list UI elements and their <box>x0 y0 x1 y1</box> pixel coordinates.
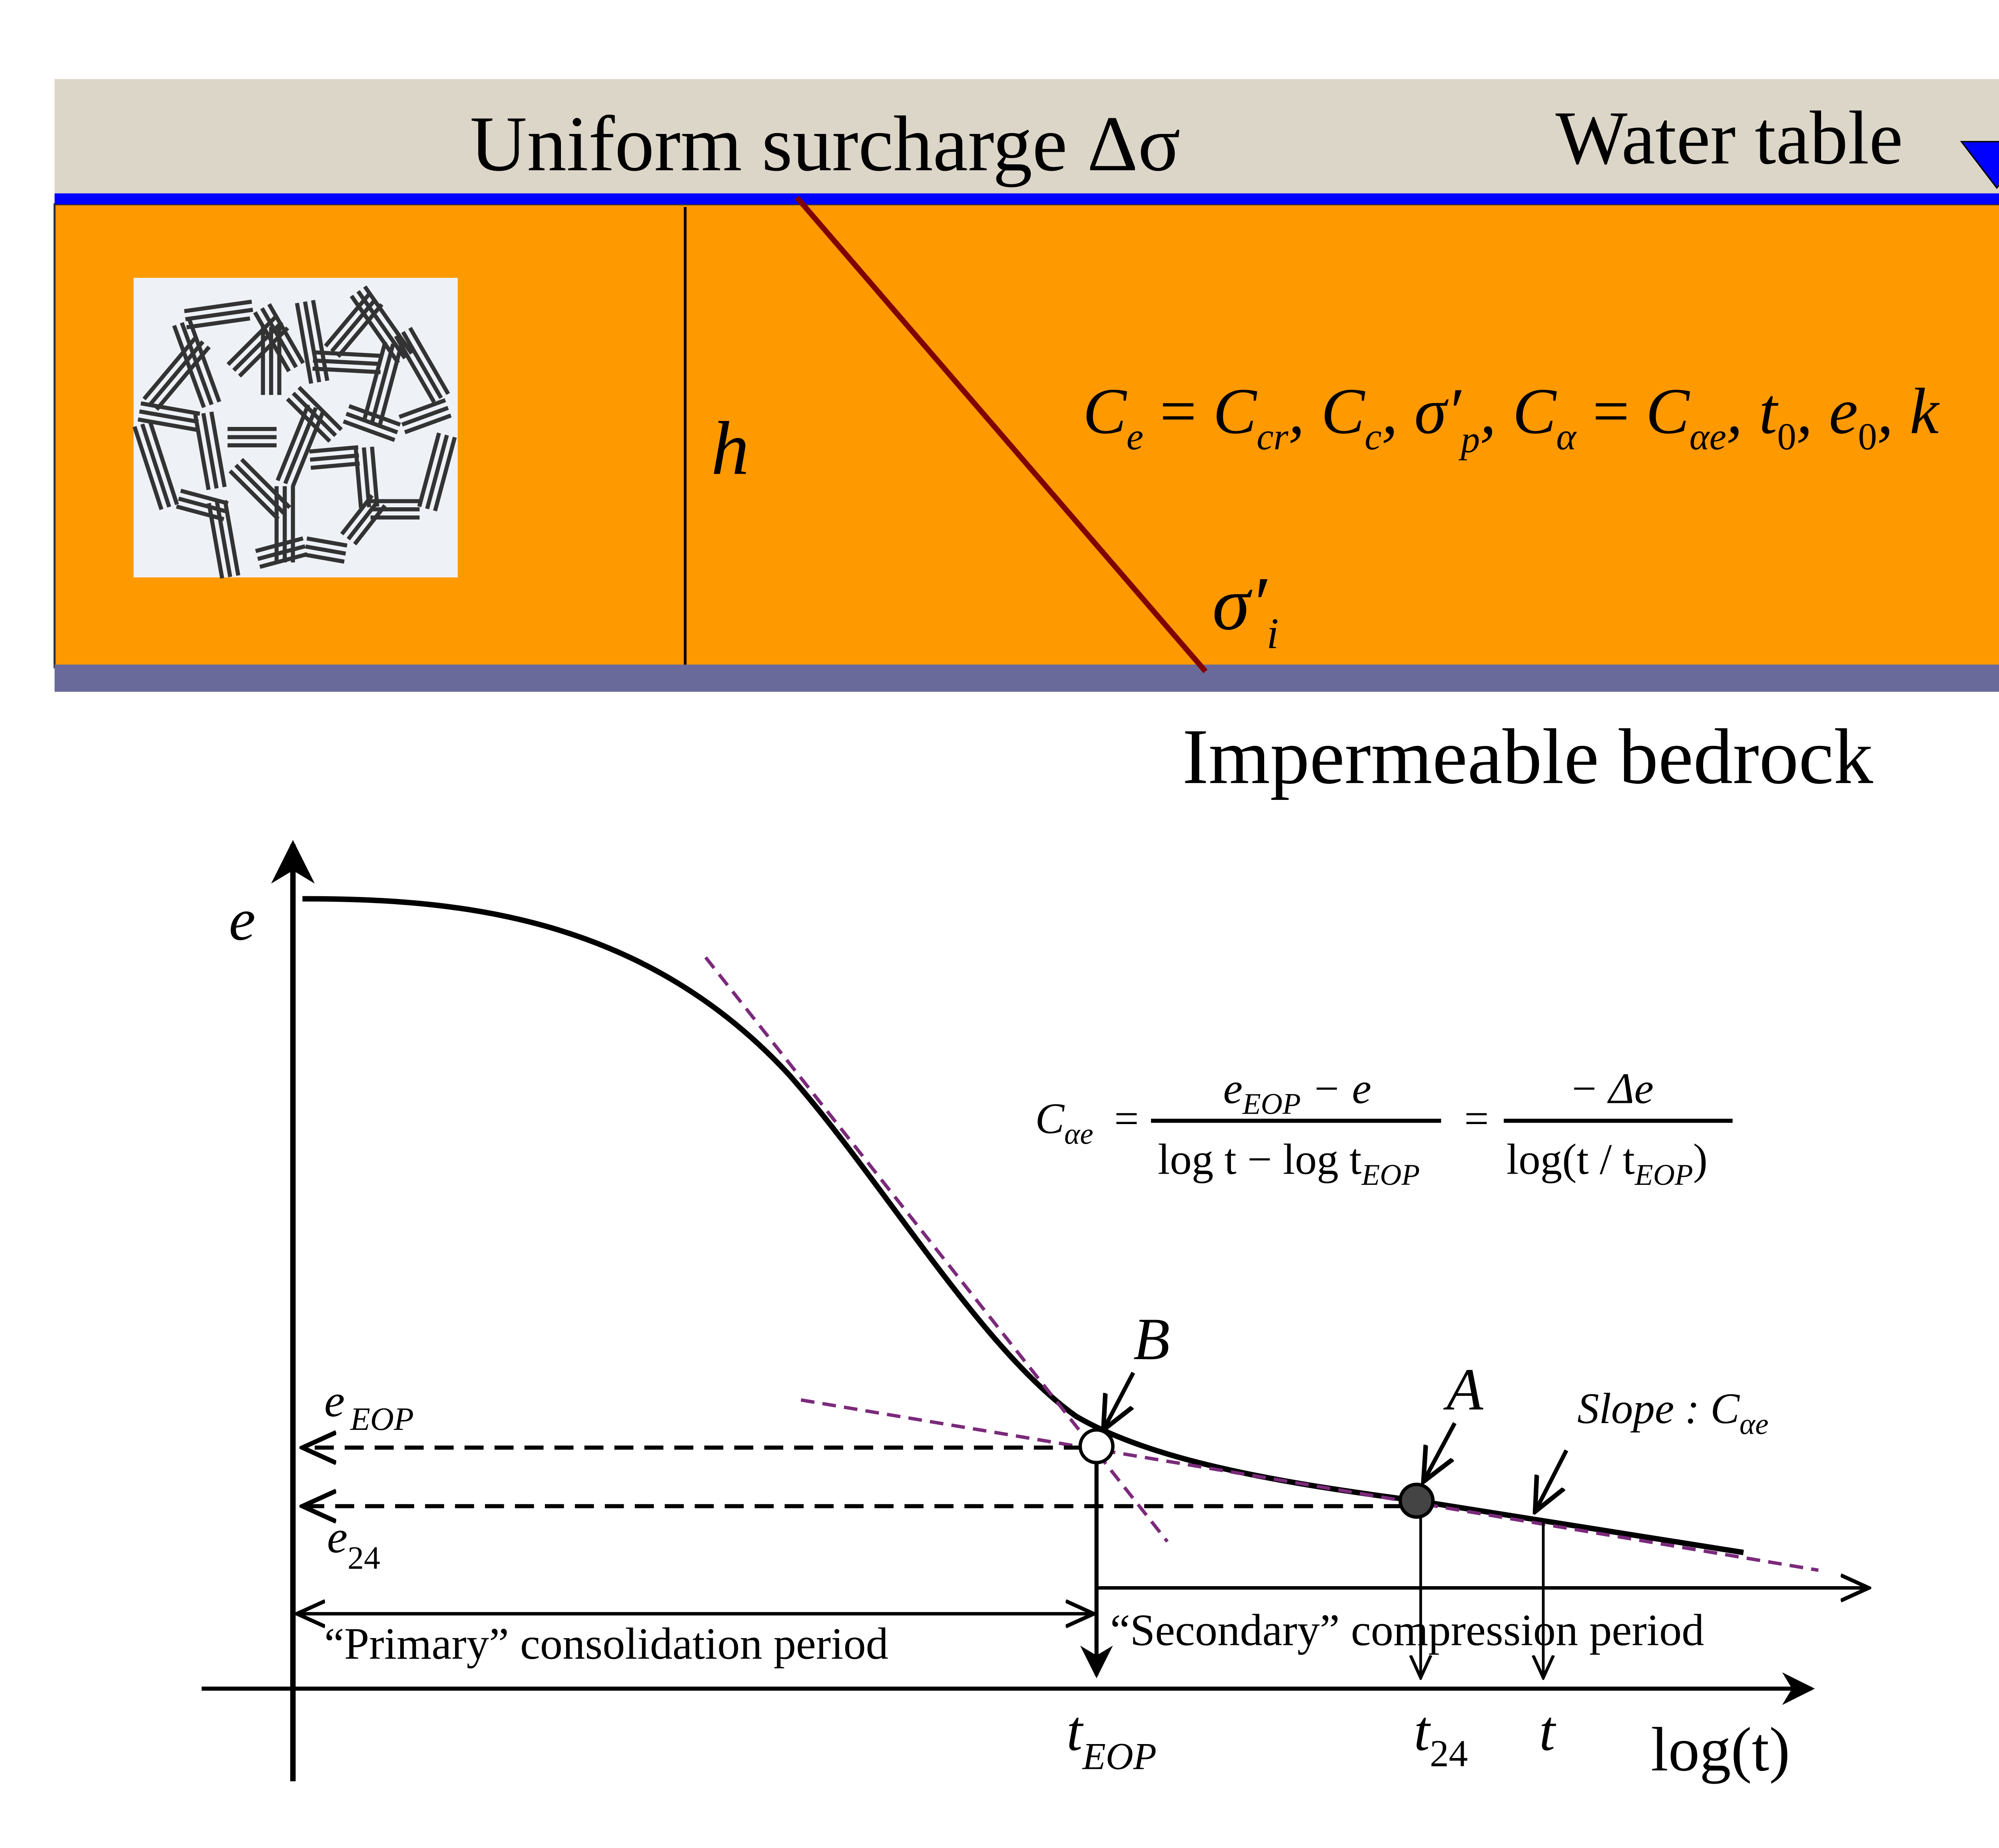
point-b-pointer-arrow <box>1103 1372 1135 1430</box>
void-ratio-curve <box>302 896 1744 1555</box>
svg-text:log t − log tEOP: log t − log tEOP <box>1158 1135 1420 1192</box>
clay-particles-image <box>132 277 458 579</box>
ground-surface-band <box>54 79 1999 197</box>
svg-text:Cαe: Cαe <box>1035 1094 1093 1150</box>
slope-pointer-arrow <box>1535 1449 1568 1511</box>
svg-text:=: = <box>1464 1094 1489 1142</box>
secondary-compression-formula: Cαe = eEOP − e log t − log tEOP = − Δe l… <box>1035 1064 1733 1192</box>
x-axis-label: log(t) <box>1651 1714 1790 1784</box>
point-a-pointer-arrow <box>1423 1422 1457 1481</box>
initial-stress-line <box>795 195 1208 673</box>
t-24-label: t24 <box>1414 1699 1468 1775</box>
water-table-triangle-icon <box>1960 141 1999 189</box>
t-eop-label: tEOP <box>1067 1699 1157 1778</box>
point-b-label: B <box>1133 1306 1170 1372</box>
point-b-marker <box>1078 1428 1115 1465</box>
water-table-label: Water table <box>1556 96 1903 180</box>
water-table-line <box>54 193 1999 205</box>
layer-thickness-label: h <box>711 407 749 491</box>
y-axis-label: e <box>229 887 256 953</box>
svg-text:=: = <box>1114 1094 1139 1142</box>
t-label: t <box>1539 1699 1556 1762</box>
svg-text:− Δe: − Δe <box>1569 1064 1654 1112</box>
secondary-period-label: “Secondary” compression period <box>1110 1605 1704 1655</box>
svg-text:log(t / tEOP): log(t / tEOP) <box>1506 1135 1708 1192</box>
primary-period-label: “Primary” consolidation period <box>324 1619 888 1669</box>
point-a-marker <box>1399 1483 1435 1519</box>
soil-parameters-formula: Ce = Ccr, Cc, σ′p, Cα = Cαe, t0, e0, k <box>1083 375 1940 461</box>
bedrock-label: Impermeable bedrock <box>1182 713 1873 800</box>
point-a-label: A <box>1443 1356 1484 1423</box>
secondary-tangent-line <box>800 1398 1819 1572</box>
slope-label: Slope : Cαe <box>1577 1384 1768 1441</box>
e-24-label: e24 <box>327 1512 380 1576</box>
bedrock-band <box>54 664 1999 692</box>
surcharge-label: Uniform surcharge Δσ <box>470 100 1181 187</box>
initial-stress-label: σ′i <box>1212 562 1279 658</box>
svg-text:eEOP − e: eEOP − e <box>1223 1064 1372 1120</box>
